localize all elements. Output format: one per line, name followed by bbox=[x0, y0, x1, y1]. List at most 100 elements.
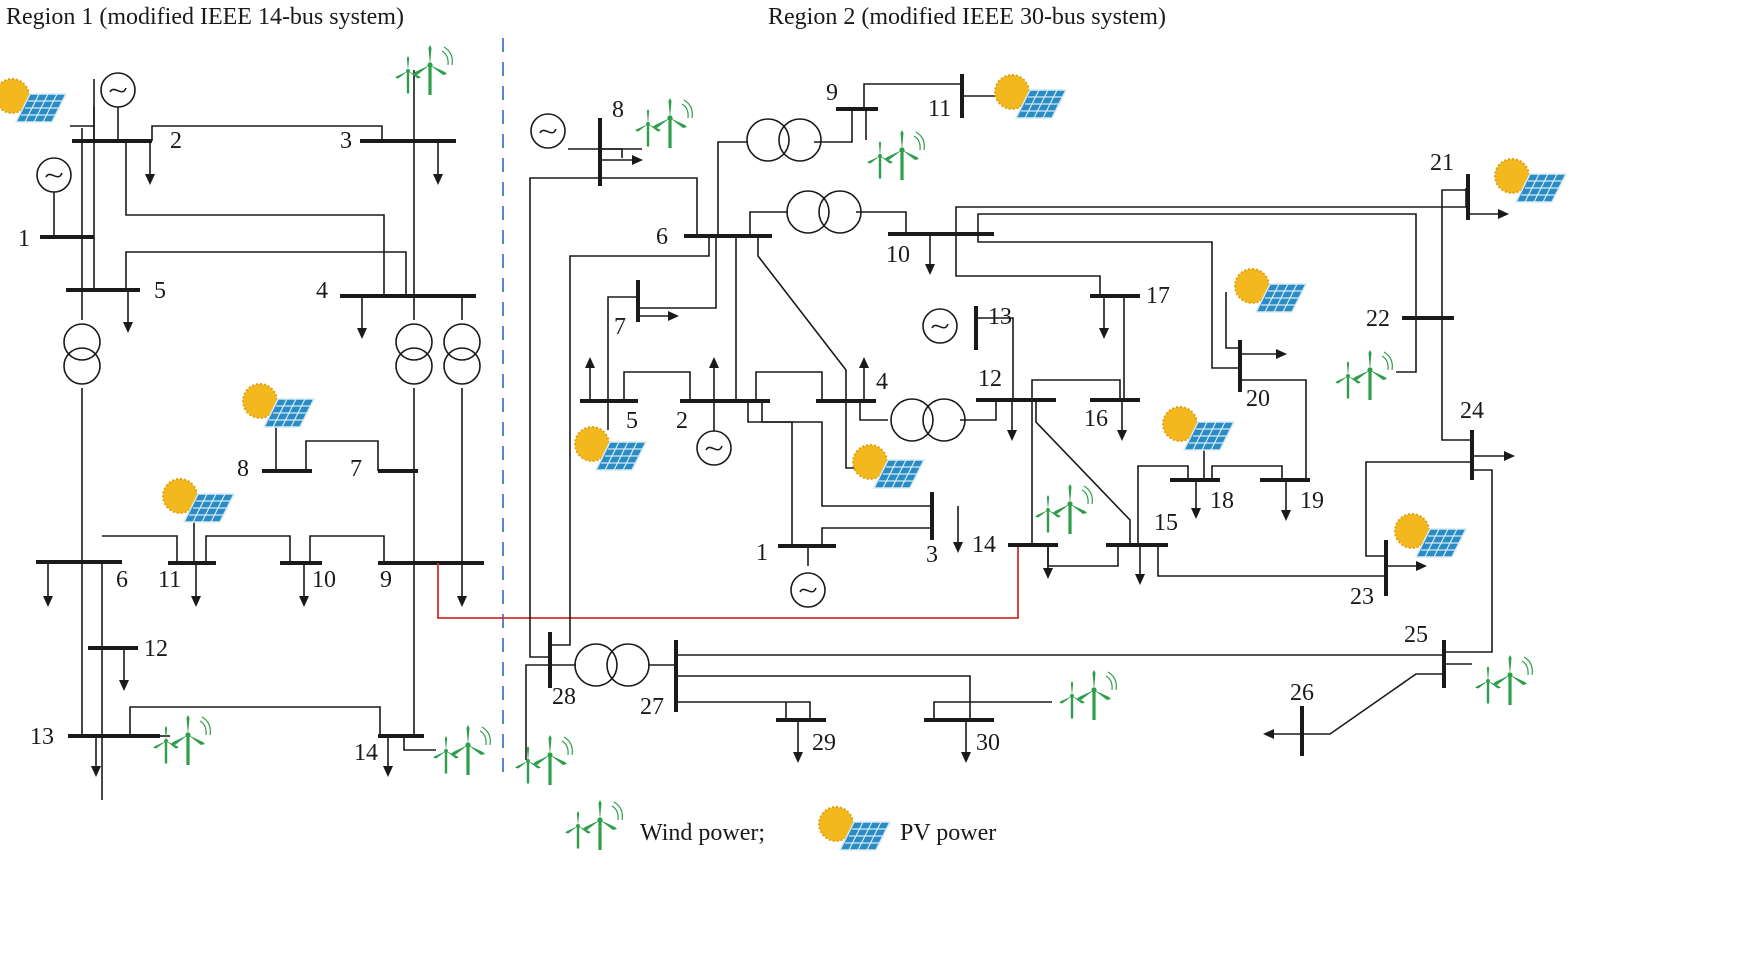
transmission-line bbox=[814, 109, 853, 143]
transmission-line bbox=[1035, 400, 1131, 545]
transmission-line bbox=[757, 236, 847, 401]
bus-number-label: 5 bbox=[626, 408, 638, 434]
r2-pv-bus18-icon bbox=[1162, 406, 1235, 451]
legend-wind-icon bbox=[565, 800, 622, 850]
bus-number-label: 22 bbox=[1366, 306, 1390, 332]
transmission-line bbox=[638, 236, 717, 309]
transmission-line bbox=[1365, 461, 1472, 557]
load-arrow-icon bbox=[961, 752, 971, 763]
transmission-line bbox=[1211, 465, 1283, 480]
r1-pv-bus2-icon bbox=[0, 78, 67, 123]
transmission-line bbox=[1444, 469, 1493, 653]
load-arrow-icon bbox=[1276, 349, 1287, 359]
bus-number-label: 2 bbox=[170, 128, 182, 154]
r2-pv-bus23-icon bbox=[1394, 513, 1467, 558]
load-arrow-icon bbox=[457, 596, 467, 607]
transmission-line bbox=[755, 371, 823, 401]
transmission-line bbox=[102, 535, 178, 563]
bus-number-label: 15 bbox=[1154, 510, 1178, 536]
bus-number-label: 26 bbox=[1290, 680, 1314, 706]
r2-wind-bus14-icon bbox=[1035, 484, 1092, 534]
transmission-line bbox=[1441, 318, 1472, 441]
bus-number-label: 3 bbox=[340, 128, 352, 154]
inter-region-tie-line[interactable] bbox=[437, 545, 1019, 619]
bus-number-label: 17 bbox=[1146, 283, 1170, 309]
legend-wind-label: Wind power; bbox=[640, 820, 765, 846]
load-arrow-icon bbox=[119, 680, 129, 691]
region1-title: Region 1 (modified IEEE 14-bus system) bbox=[6, 4, 404, 30]
bus-number-label: 7 bbox=[614, 314, 626, 340]
region2-title: Region 2 (modified IEEE 30-bus system) bbox=[768, 4, 1166, 30]
bus-number-label: 10 bbox=[312, 567, 336, 593]
transmission-line bbox=[1157, 545, 1386, 577]
transmission-line bbox=[749, 211, 788, 236]
bus-number-label: 2 bbox=[676, 408, 688, 434]
bus-number-label: 14 bbox=[972, 532, 996, 558]
load-arrow-icon bbox=[145, 174, 155, 185]
transmission-line bbox=[309, 535, 385, 563]
transmission-line bbox=[1302, 673, 1444, 735]
legend: Wind power; PV power bbox=[565, 800, 996, 851]
transmission-line bbox=[859, 401, 888, 421]
transmission-line bbox=[205, 535, 291, 563]
r1-wind-bus3-icon bbox=[395, 45, 452, 95]
r2-wind-bus9-icon bbox=[867, 130, 924, 180]
bus-number-label: 8 bbox=[237, 456, 249, 482]
bus-number-label: 6 bbox=[656, 224, 668, 250]
transmission-line bbox=[977, 213, 1417, 373]
load-arrow-icon bbox=[1043, 568, 1053, 579]
transmission-line bbox=[1441, 189, 1466, 318]
bus-number-label: 18 bbox=[1210, 488, 1234, 514]
transmission-line bbox=[550, 236, 710, 646]
load-arrow-icon bbox=[433, 174, 443, 185]
transmission-line bbox=[151, 125, 383, 141]
r1-transformer-4-9-icon bbox=[443, 323, 481, 385]
bus-number-label: 14 bbox=[354, 740, 378, 766]
bus-number-label: 27 bbox=[640, 694, 664, 720]
load-arrow-icon bbox=[709, 357, 719, 368]
r1-pv-bus8-icon bbox=[242, 383, 315, 428]
load-arrow-icon bbox=[1117, 430, 1127, 441]
transmission-line bbox=[761, 401, 932, 507]
bus-number-label: 1 bbox=[18, 226, 30, 252]
bus-number-label: 21 bbox=[1430, 150, 1454, 176]
bus-number-label: 1 bbox=[756, 540, 768, 566]
transmission-line bbox=[955, 188, 1467, 234]
bus-number-label: 13 bbox=[30, 724, 54, 750]
load-arrow-icon bbox=[299, 596, 309, 607]
bus-number-label: 12 bbox=[144, 636, 168, 662]
bus-number-label: 5 bbox=[154, 278, 166, 304]
load-arrow-icon bbox=[123, 322, 133, 333]
r2-transformer-6-9-icon bbox=[746, 118, 822, 162]
r2-wind-bus8-icon bbox=[635, 98, 692, 148]
load-arrow-icon bbox=[1416, 561, 1427, 571]
r1-wind-bus13-icon bbox=[153, 715, 210, 765]
bus-number-label: 3 bbox=[926, 542, 938, 568]
r1-wind-bus14-icon bbox=[433, 725, 490, 775]
transmission-line bbox=[717, 141, 748, 236]
load-arrow-icon bbox=[1099, 328, 1109, 339]
r2-generator-2-icon bbox=[696, 430, 732, 466]
region1-network: 2 3 1 5 4 8 7 6 11 10 9 12 13 14 bbox=[0, 45, 490, 800]
r2-pv-bus21-icon bbox=[1494, 158, 1567, 203]
r2-transformer-4-12-icon bbox=[890, 398, 966, 442]
bus-number-label: 16 bbox=[1084, 406, 1108, 432]
transmission-line bbox=[129, 706, 381, 736]
transmission-line bbox=[977, 234, 1240, 369]
load-arrow-icon bbox=[383, 766, 393, 777]
transmission-line bbox=[863, 83, 962, 109]
r1-transformer-5-6-icon bbox=[63, 323, 101, 385]
bus-number-label: 6 bbox=[116, 567, 128, 593]
region2-network: 8 9 11 21 6 10 17 7 13 22 20 5 2 4 12 16… bbox=[515, 74, 1567, 785]
transmission-line bbox=[1031, 379, 1121, 545]
bus-number-label: 11 bbox=[158, 567, 181, 593]
transmission-line bbox=[676, 675, 971, 720]
bus-number-label: 12 bbox=[978, 366, 1002, 392]
load-arrow-icon bbox=[859, 357, 869, 368]
r1-pv-bus11-icon bbox=[162, 478, 235, 523]
bus-number-label: 23 bbox=[1350, 584, 1374, 610]
load-arrow-icon bbox=[191, 596, 201, 607]
load-arrow-icon bbox=[357, 328, 367, 339]
transmission-line bbox=[976, 317, 1014, 400]
r2-wind-bus28-icon bbox=[515, 735, 572, 785]
